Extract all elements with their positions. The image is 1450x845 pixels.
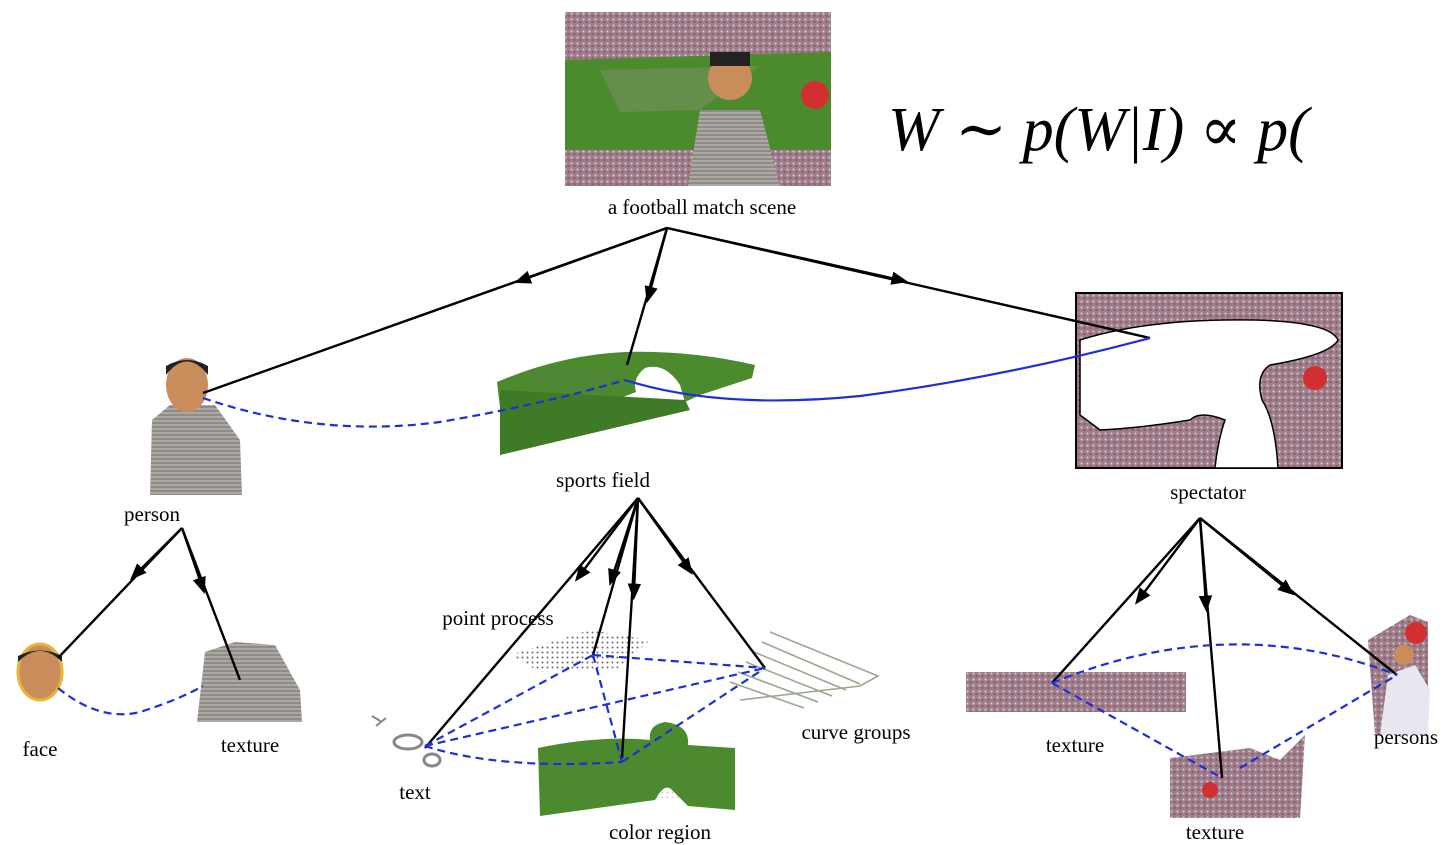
root-scene-image [565,12,831,186]
color-region-image [538,722,735,816]
persons-label: persons [1374,725,1438,749]
curve-groups-label: curve groups [801,720,910,744]
person-image [150,358,242,495]
equation-text: W ∼ p(W|I) ∝ p( [888,96,1312,164]
color-region-label: color region [609,820,712,844]
relation-edges [57,336,1398,779]
spectator-label: spectator [1170,480,1246,504]
spectator-texture-left-label: texture [1046,733,1104,757]
sports-field-label: sports field [556,468,650,492]
point-process-image [510,630,650,672]
face-image [16,642,64,702]
person-label: person [124,502,180,526]
text-label: text [399,780,431,804]
curve-groups-image [729,631,880,709]
edge-field-text [424,497,639,749]
person-texture-image [197,642,302,722]
sports-field-image [497,351,755,455]
relation-face-texture [57,685,204,716]
edge-spectator-texture-left [1051,517,1201,684]
spectator-image [1075,292,1343,469]
relation-person-field [202,378,626,428]
root-label: a football match scene [608,195,796,219]
relation-field-spectator [624,336,1151,402]
spectator-texture-bottom-image [1170,735,1305,818]
spectator-texture-left-image [966,672,1186,712]
person-texture-label: texture [221,733,279,757]
spectator-texture-bottom-label: texture [1186,820,1244,844]
persons-image [1368,615,1430,735]
face-label: face [23,737,58,761]
text-image [371,715,442,768]
hierarchy-edges [57,226,1398,779]
